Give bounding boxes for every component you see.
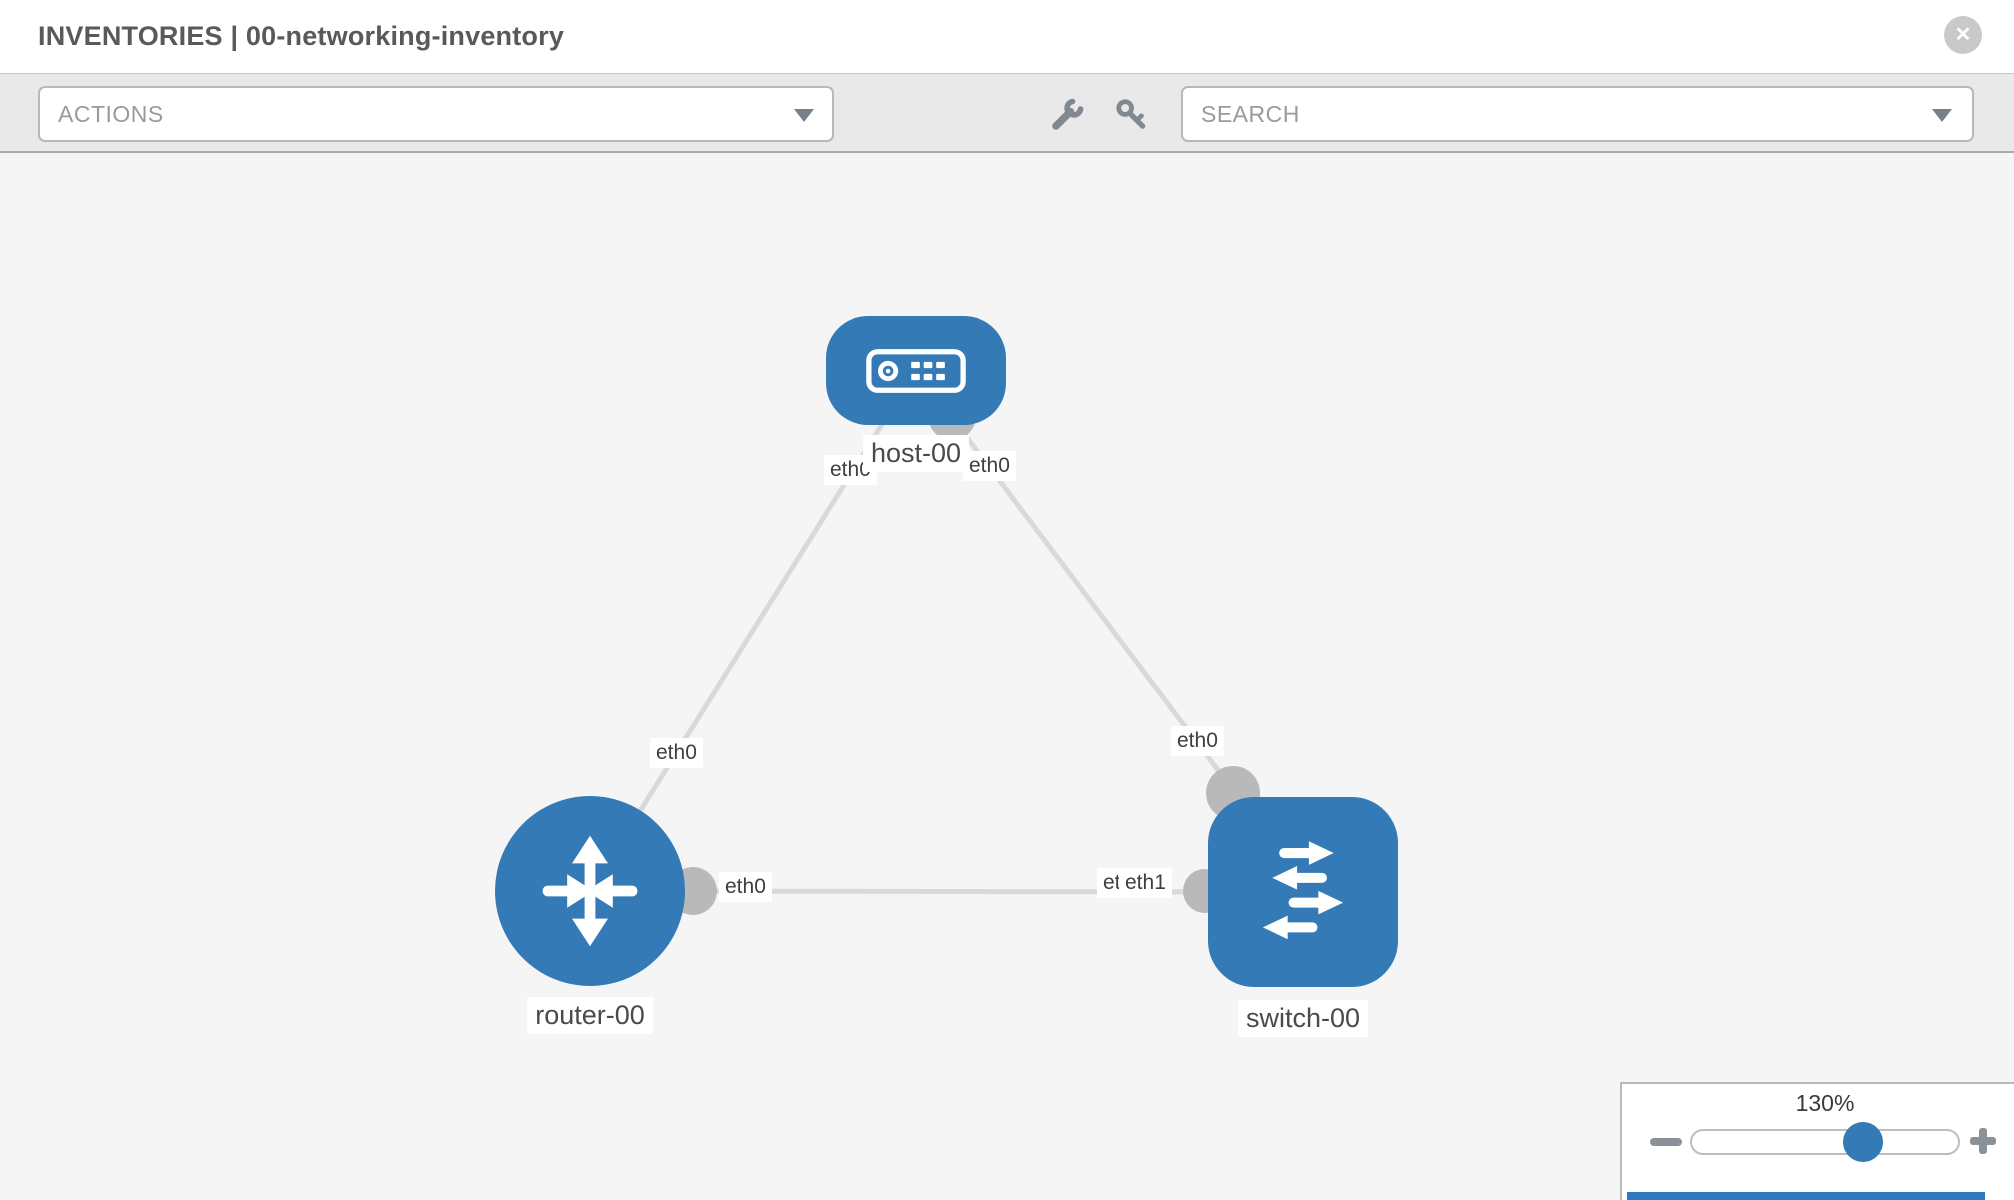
page-title: INVENTORIES | 00-networking-inventory	[38, 21, 565, 51]
node-switch-00[interactable]	[1208, 797, 1398, 987]
panel-accent-bar	[1627, 1192, 1985, 1200]
key-icon	[1116, 99, 1146, 129]
router-arrows-icon	[542, 835, 638, 947]
interface-label: eth0	[963, 451, 1016, 481]
interface-label: eth0	[719, 872, 772, 902]
toolbar: ACTIONS	[0, 73, 2014, 153]
close-icon: ✕	[1954, 24, 1972, 46]
chevron-down-icon	[1932, 109, 1952, 122]
topology-canvas[interactable]: eth0 eth0 eth0 eth0 eth0 eth0 eth1 host-…	[0, 153, 2014, 1200]
node-host-00[interactable]	[826, 316, 1006, 425]
header: INVENTORIES | 00-networking-inventory ✕	[0, 0, 2014, 73]
node-label-host: host-00	[862, 435, 970, 472]
zoom-in-button[interactable]	[1970, 1128, 1996, 1154]
actions-dropdown-label: ACTIONS	[58, 101, 164, 127]
wrench-button[interactable]	[1048, 98, 1084, 134]
node-label-router: router-00	[527, 997, 653, 1034]
zoom-out-button[interactable]	[1650, 1138, 1682, 1146]
search-dropdown	[1181, 86, 1974, 142]
actions-dropdown[interactable]: ACTIONS	[38, 86, 834, 142]
links-layer	[587, 368, 1304, 915]
switch-arrows-icon	[1262, 841, 1344, 940]
chevron-down-icon	[794, 109, 814, 122]
node-router-00[interactable]	[495, 796, 685, 986]
zoom-slider-thumb[interactable]	[1843, 1122, 1883, 1162]
zoom-slider-track[interactable]	[1690, 1129, 1960, 1155]
key-button[interactable]	[1114, 98, 1148, 132]
server-icon	[866, 348, 966, 393]
node-label-switch: switch-00	[1237, 1000, 1369, 1037]
zoom-level: 130%	[1795, 1090, 1855, 1116]
zoom-panel: 130%	[1620, 1082, 2014, 1200]
search-input[interactable]	[1183, 88, 1883, 140]
interface-label: eth0	[1171, 726, 1224, 756]
close-button[interactable]: ✕	[1944, 16, 1982, 54]
interface-label: eth1	[1119, 868, 1172, 898]
interface-label: eth0	[650, 738, 703, 768]
wrench-icon	[1052, 98, 1084, 130]
